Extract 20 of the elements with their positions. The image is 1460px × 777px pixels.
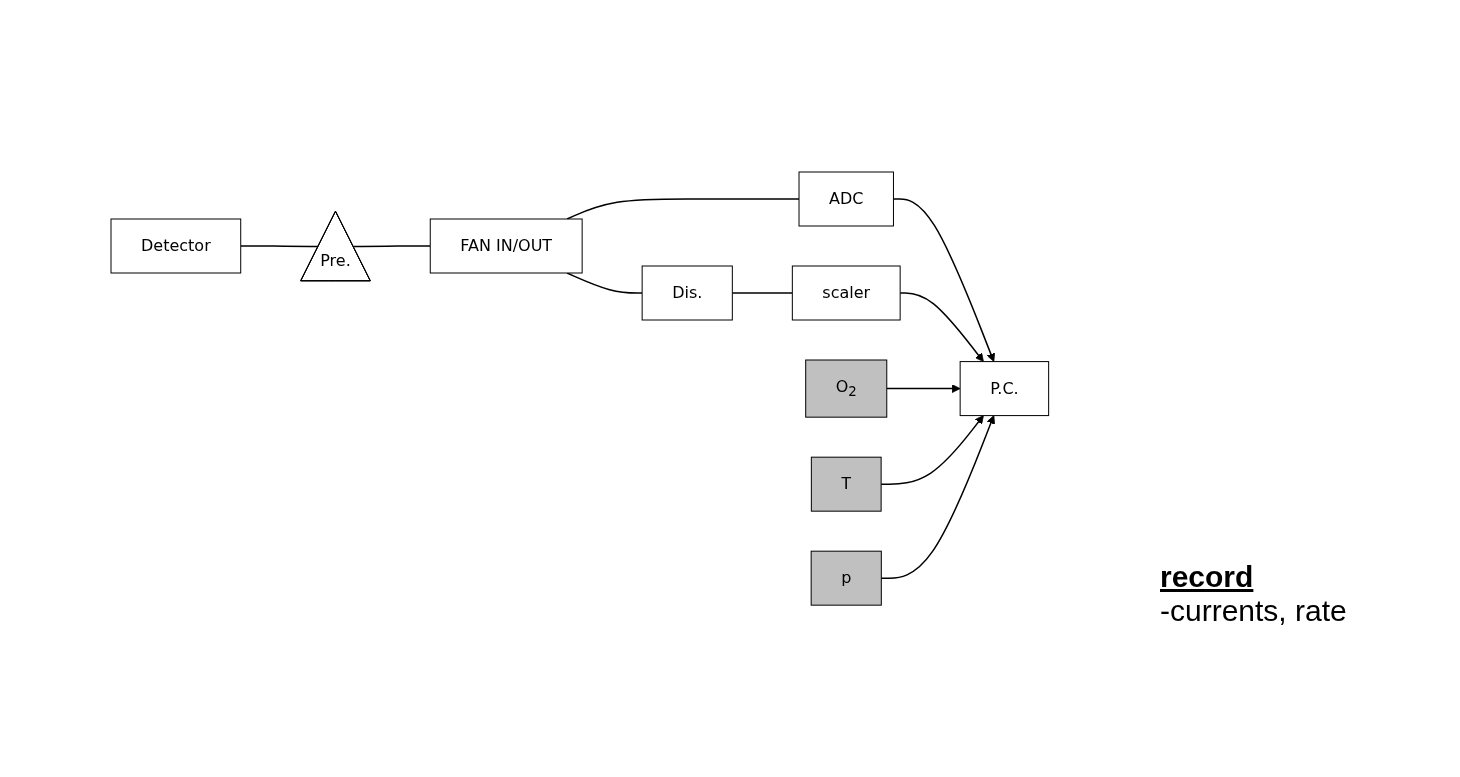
node-box: ADC: [798, 171, 895, 227]
arrow: [880, 415, 984, 485]
connector: [352, 245, 432, 248]
node-box: Detector: [110, 218, 242, 274]
note-text: -currents, rate: [1160, 594, 1348, 628]
connector: [240, 245, 320, 248]
node-box: Dis.: [641, 265, 733, 321]
node-box: FAN IN/OUT: [429, 218, 583, 274]
arrow: [892, 198, 996, 362]
node-box: T: [811, 456, 882, 512]
connector: [566, 272, 644, 294]
arrow: [880, 415, 996, 579]
arrow: [886, 384, 961, 393]
connector: [731, 292, 794, 294]
arrow: [899, 292, 984, 362]
node-box: p: [810, 550, 882, 606]
node-box: P.C.: [959, 361, 1050, 416]
note-heading: record: [1160, 560, 1255, 594]
node-box: scaler: [792, 265, 901, 321]
node-box: O$_{2}$: [805, 359, 888, 418]
